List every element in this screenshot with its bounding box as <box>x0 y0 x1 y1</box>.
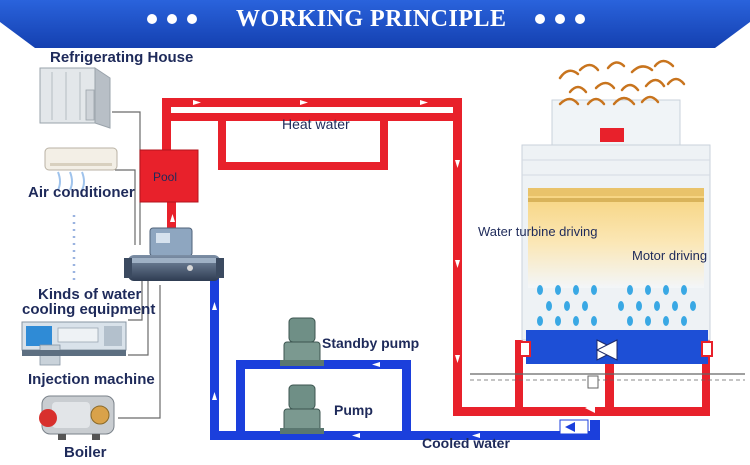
label-air-conditioner: Air conditioner <box>28 184 135 201</box>
steam-swirls <box>558 59 686 106</box>
refrigerating-house-icon <box>39 67 111 129</box>
injection-machine-icon <box>21 321 127 366</box>
header-dot-icon <box>187 14 197 24</box>
header-dot-icon <box>167 14 177 24</box>
header-dot-icon <box>575 14 585 24</box>
ground-hatch <box>470 373 745 389</box>
air-conditioner-icon <box>44 147 118 191</box>
label-kinds-of-water-line1: Kinds of water <box>38 286 142 303</box>
label-cooled-water: Cooled water <box>422 435 510 451</box>
header-band <box>0 0 750 48</box>
pool-tank <box>139 149 199 203</box>
cooled-flow-arrows <box>212 302 480 438</box>
pump-icon <box>280 384 324 434</box>
header-dot-icon <box>535 14 545 24</box>
header-dot-icon <box>147 14 157 24</box>
label-boiler: Boiler <box>64 444 107 461</box>
water-drops <box>537 285 696 326</box>
label-water-turbine-driving: Water turbine driving <box>478 224 598 239</box>
header-dot-icon <box>555 14 565 24</box>
return-arrows <box>559 403 595 435</box>
chiller-unit <box>124 227 224 281</box>
label-standby-pump: Standby pump <box>322 335 420 351</box>
label-heat-water: Heat water <box>282 116 350 132</box>
label-pool: Pool <box>153 170 178 184</box>
label-kinds-of-water-line2: cooling equipment <box>22 301 156 318</box>
label-motor-driving: Motor driving <box>632 248 708 263</box>
page-title: WORKING PRINCIPLE <box>236 6 507 32</box>
label-injection-machine: Injection machine <box>28 371 155 388</box>
valve-icon <box>595 339 618 361</box>
label-refrigerating-house: Refrigerating House <box>50 49 194 66</box>
label-pump: Pump <box>334 402 373 418</box>
cooling-tower <box>519 99 713 364</box>
standby-pump-icon <box>280 317 324 366</box>
boiler-icon <box>39 395 115 440</box>
